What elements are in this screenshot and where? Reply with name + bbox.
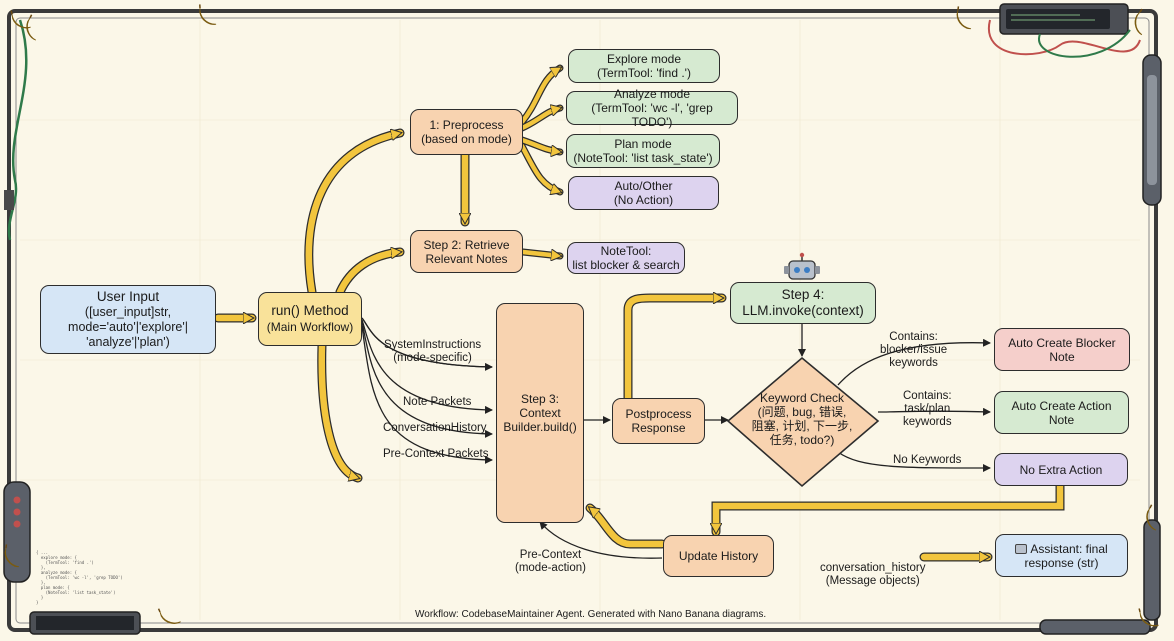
node-assistant-final-title-text: Assistant: final: [1030, 541, 1108, 556]
robot-small-icon: [1015, 544, 1028, 555]
node-user-input-desc: ([user_input]str, mode='auto'|'explore'|…: [68, 305, 188, 349]
node-llm-invoke-step: Step 4:: [781, 287, 825, 302]
terminal-device-icon: [987, 3, 1141, 58]
node-preprocess: 1: Preprocess (based on mode): [410, 109, 523, 155]
node-assistant-final: Assistant: final response (str): [995, 534, 1128, 577]
label-blocker-keywords-line1: Contains:: [889, 331, 938, 343]
node-keyword-check-line4: 任务, todo?): [769, 433, 835, 447]
thin-arrows: [361, 317, 991, 559]
node-blocker-note: Auto Create Blocker Note: [994, 328, 1130, 371]
node-blocker-note-title: Auto Create Blocker: [1008, 335, 1116, 350]
node-postprocess: Postprocess Response: [612, 398, 705, 444]
node-user-input-title: User Input: [96, 289, 160, 304]
node-action-note-desc: Note: [1048, 412, 1075, 427]
pen-device-bottom-right-icon: [1039, 519, 1161, 635]
node-analyze-mode-desc: (TermTool: 'wc -l', 'grep TODO'): [591, 101, 713, 129]
node-plan-mode: Plan mode (NoteTool: 'list task_state'): [566, 134, 720, 168]
node-no-extra-title: No Extra Action: [1019, 462, 1103, 477]
label-conversation-history-out-line2: (Message objects): [825, 575, 920, 587]
node-keyword-check-line3: 阻塞, 计划, 下一步,: [751, 419, 853, 433]
diagram-caption: Workflow: CodebaseMaintainer Agent. Gene…: [415, 609, 767, 620]
frame: [7, 9, 1158, 632]
label-pre-context-packets: Pre-Context Packets: [383, 448, 489, 460]
node-user-input: User Input ([user_input]str, mode='auto'…: [40, 285, 216, 354]
label-pre-context-action-line2: (mode-action): [515, 562, 586, 574]
label-no-keywords: No Keywords: [893, 454, 962, 466]
node-context-builder: Step 3: Context Builder.build(): [496, 303, 584, 523]
label-task-keywords-line1: Contains:: [903, 390, 952, 402]
label-system-instructions-line2: (mode-specific): [393, 352, 472, 364]
node-action-note-title: Auto Create Action: [1011, 398, 1112, 413]
node-retrieve-notes-desc: Relevant Notes: [425, 251, 508, 266]
node-no-extra: No Extra Action: [994, 453, 1128, 486]
label-blocker-keywords-line3: keywords: [889, 357, 938, 369]
keyword-check-diamond: [726, 356, 880, 488]
node-analyze-mode-title: Analyze mode: [613, 87, 691, 101]
node-context-builder-title: Context: [519, 406, 561, 420]
node-run-method-desc: (Main Workflow): [266, 320, 354, 334]
node-postprocess-title: Postprocess: [625, 407, 692, 421]
label-pre-context-action: Pre-Context (mode-action): [515, 549, 586, 575]
node-notetool-list-desc: list blocker & search: [572, 258, 680, 272]
node-assistant-final-title: Assistant: final: [1015, 541, 1108, 556]
laptop-device-bottom-icon: [29, 611, 141, 635]
node-preprocess-desc: (based on mode): [421, 132, 512, 146]
node-plan-mode-desc: (NoteTool: 'list task_state'): [573, 151, 713, 165]
robot-icon: [784, 252, 820, 280]
node-plan-mode-title: Plan mode: [614, 137, 672, 151]
node-notetool-list-title: NoteTool:: [600, 244, 652, 258]
node-run-method: run() Method (Main Workflow): [258, 292, 362, 346]
node-auto-other-desc: (No Action): [613, 193, 674, 207]
label-blocker-keywords: Contains: blocker/issue keywords: [880, 331, 947, 370]
remote-device-left-icon: [3, 481, 31, 583]
node-keyword-check: Keyword Check (问题, bug, 错误, 阻塞, 计划, 下一步,…: [742, 391, 862, 447]
node-llm-invoke-call: LLM.invoke(context): [742, 303, 864, 318]
label-conversation-history-out-line1: conversation_history: [820, 562, 926, 574]
label-blocker-keywords-line2: blocker/issue: [880, 344, 948, 356]
label-conversation-history-out: conversation_history (Message objects): [820, 562, 925, 588]
node-auto-other: Auto/Other (No Action): [568, 176, 719, 210]
label-system-instructions: SystemInstructions (mode-specific): [384, 339, 481, 365]
node-keyword-check-title: Keyword Check: [759, 391, 845, 405]
node-action-note: Auto Create Action Note: [994, 391, 1129, 434]
cable-left-icon: [4, 19, 28, 241]
label-task-keywords: Contains: task/plan keywords: [903, 390, 952, 429]
main-flow-arrows: [213, 64, 1065, 557]
node-retrieve-notes: Step 2: Retrieve Relevant Notes: [410, 230, 523, 273]
node-keyword-check-line2: (问题, bug, 错误,: [757, 405, 847, 419]
node-explore-mode-desc: (TermTool: 'find .'): [597, 66, 691, 80]
label-task-keywords-line3: keywords: [903, 416, 952, 428]
label-system-instructions-line1: SystemInstructions: [384, 339, 482, 351]
node-retrieve-notes-title: Step 2: Retrieve: [423, 237, 510, 252]
node-run-method-title: run() Method: [271, 303, 349, 318]
code-snippet-decor: { ... explore mode: { (TermTool: 'find .…: [36, 550, 123, 605]
label-pre-context-action-line1: Pre-Context: [519, 549, 582, 561]
node-assistant-final-desc: response (str): [1024, 555, 1099, 570]
label-task-keywords-line2: task/plan: [904, 403, 951, 415]
node-auto-other-title: Auto/Other: [614, 179, 673, 193]
node-explore-mode-title: Explore mode: [606, 52, 682, 66]
node-update-history-title: Update History: [678, 549, 759, 563]
node-llm-invoke: Step 4: LLM.invoke(context): [730, 282, 876, 324]
label-note-packets: Note Packets: [403, 396, 472, 408]
node-context-builder-call: Builder.build(): [503, 420, 577, 434]
node-explore-mode: Explore mode (TermTool: 'find .'): [568, 49, 720, 83]
node-context-builder-step: Step 3:: [520, 392, 560, 406]
label-conversation-history: ConversationHistory: [383, 422, 487, 434]
pen-device-right-icon: [1142, 54, 1162, 206]
node-preprocess-title: 1: Preprocess: [429, 118, 504, 132]
node-analyze-mode: Analyze mode (TermTool: 'wc -l', 'grep T…: [566, 87, 738, 129]
node-update-history: Update History: [663, 535, 774, 577]
node-blocker-note-desc: Note: [1049, 349, 1075, 364]
node-notetool-list: NoteTool: list blocker & search: [567, 242, 685, 274]
node-postprocess-desc: Response: [631, 421, 686, 435]
